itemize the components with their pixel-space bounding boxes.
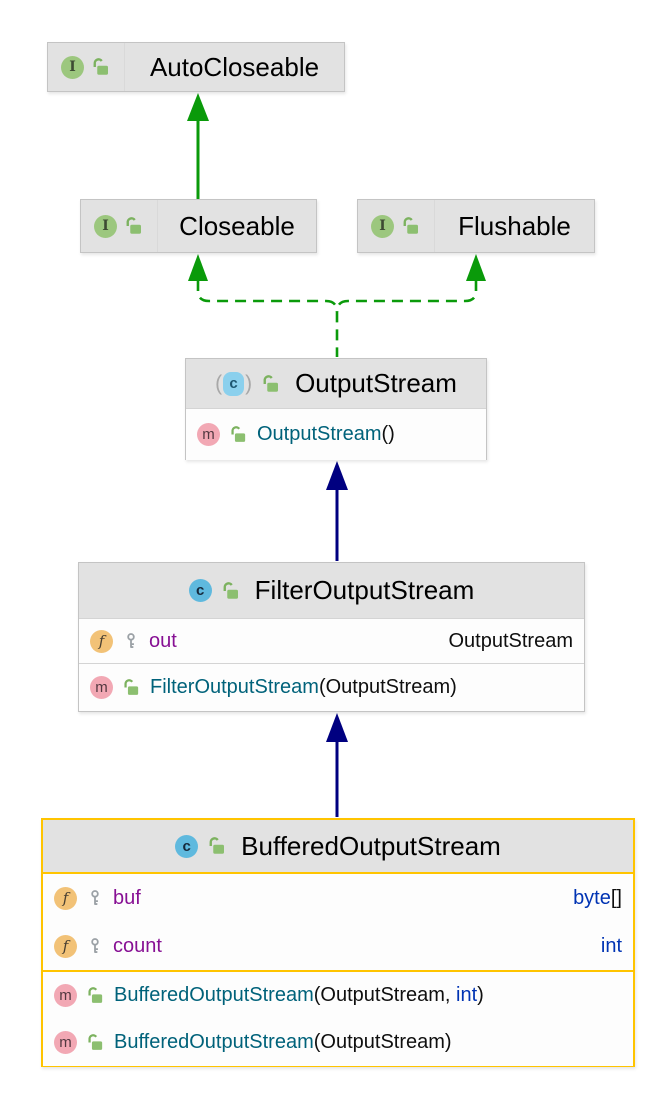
field-row-buf[interactable]: f buf byte []	[43, 872, 633, 922]
public-lock-icon	[223, 581, 238, 599]
public-lock-icon	[126, 217, 141, 234]
edge-outputstream-implements-flushable	[335, 254, 486, 313]
public-lock-icon	[263, 374, 279, 392]
field-row-count[interactable]: f count int	[43, 922, 633, 970]
edge-outputstream-implements-closeable	[188, 254, 339, 357]
edge-bufferedoutputstream-extends-filteroutputstream	[326, 713, 348, 817]
field-icon: f	[54, 886, 77, 910]
method-icon: m	[54, 984, 77, 1007]
interface-icon: I	[94, 214, 117, 238]
method-name: BufferedOutputStream	[114, 984, 314, 1006]
field-name: count	[113, 934, 162, 957]
protected-key-icon	[91, 890, 99, 905]
public-lock-icon	[93, 58, 108, 75]
method-name: OutputStream	[257, 423, 382, 445]
class-node-autocloseable[interactable]: I AutoCloseable	[47, 42, 345, 92]
interface-icon: I	[371, 214, 394, 238]
public-lock-icon	[403, 217, 418, 234]
class-node-filteroutputstream[interactable]: c FilterOutputStream f out OutputStream …	[78, 562, 585, 712]
class-title: OutputStream	[295, 368, 457, 398]
class-title: FilterOutputStream	[254, 575, 475, 605]
method-row-filteroutputstream-ctor[interactable]: m FilterOutputStream (OutputStream)	[79, 663, 584, 711]
method-signature-keyword: int	[456, 984, 478, 1006]
node-icon-cell: I	[81, 200, 158, 252]
public-lock-icon	[88, 987, 103, 1003]
class-icon: c	[175, 834, 199, 858]
public-lock-icon	[124, 679, 139, 695]
field-row-out[interactable]: f out OutputStream	[79, 618, 584, 663]
node-icon-cell: I	[48, 43, 125, 91]
class-node-outputstream[interactable]: ( c ) OutputStream m OutputStream ()	[185, 358, 487, 460]
public-lock-icon	[88, 1034, 103, 1050]
edge-closeable-extends-autocloseable	[187, 93, 209, 199]
field-name: out	[149, 629, 177, 652]
class-node-flushable[interactable]: I Flushable	[357, 199, 595, 253]
method-name: FilterOutputStream	[150, 676, 319, 698]
class-title: Closeable	[179, 210, 295, 241]
field-name: buf	[113, 886, 141, 909]
method-row-outputstream-ctor[interactable]: m OutputStream ()	[186, 408, 486, 460]
public-lock-icon	[231, 426, 246, 442]
edge-filteroutputstream-extends-outputstream	[326, 461, 348, 561]
method-name: BufferedOutputStream	[114, 1031, 314, 1053]
abstract-class-icon: ( c )	[215, 371, 253, 396]
field-type: OutputStream	[448, 629, 573, 652]
method-signature: ()	[381, 423, 395, 445]
field-type-keyword: byte	[573, 886, 611, 909]
public-lock-icon	[209, 837, 225, 854]
class-node-bufferedoutputstream[interactable]: c BufferedOutputStream f buf byte [] f c…	[41, 818, 635, 1067]
field-type-keyword: int	[600, 934, 622, 957]
class-title: BufferedOutputStream	[241, 830, 501, 861]
method-signature-post: )	[477, 984, 484, 1006]
class-title: Flushable	[458, 210, 571, 241]
method-icon: m	[90, 676, 113, 699]
method-signature-pre: (OutputStream)	[313, 1031, 452, 1053]
interface-icon: I	[61, 55, 84, 79]
field-icon: f	[54, 934, 77, 958]
field-type-suffix: []	[610, 886, 622, 909]
method-row-bufferedoutputstream-ctor-1arg[interactable]: m BufferedOutputStream (OutputStream)	[43, 1019, 633, 1066]
method-row-bufferedoutputstream-ctor-2arg[interactable]: m BufferedOutputStream (OutputStream, in…	[43, 970, 633, 1019]
node-icon-cell: I	[358, 200, 435, 252]
class-icon: c	[188, 579, 212, 602]
method-icon: m	[54, 1031, 77, 1054]
method-signature-pre: (OutputStream,	[313, 984, 457, 1006]
class-node-closeable[interactable]: I Closeable	[80, 199, 317, 253]
method-signature: (OutputStream)	[318, 676, 457, 698]
method-icon: m	[197, 423, 220, 446]
protected-key-icon	[91, 938, 99, 953]
protected-key-icon	[127, 633, 135, 648]
class-title: AutoCloseable	[149, 51, 320, 82]
field-icon: f	[90, 629, 113, 653]
